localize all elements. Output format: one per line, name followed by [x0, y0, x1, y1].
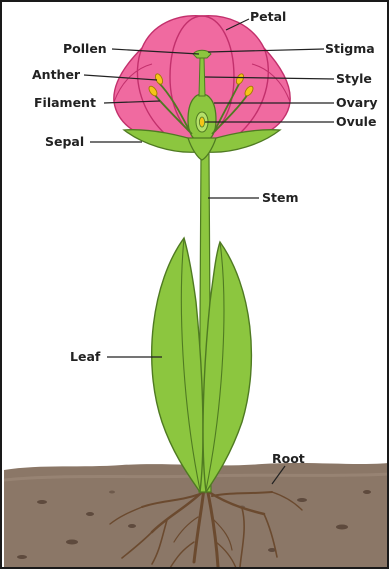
label-anther: Anther [32, 68, 80, 82]
label-sepal: Sepal [45, 135, 84, 149]
label-ovule: Ovule [336, 115, 376, 129]
label-stigma: Stigma [325, 42, 375, 56]
label-stem: Stem [262, 191, 298, 205]
label-root: Root [272, 452, 305, 466]
label-pollen: Pollen [63, 42, 107, 56]
label-ovary: Ovary [336, 96, 378, 110]
label-leaf: Leaf [70, 350, 100, 364]
label-petal: Petal [250, 10, 286, 24]
label-filament: Filament [34, 96, 96, 110]
label-style: Style [336, 72, 372, 86]
